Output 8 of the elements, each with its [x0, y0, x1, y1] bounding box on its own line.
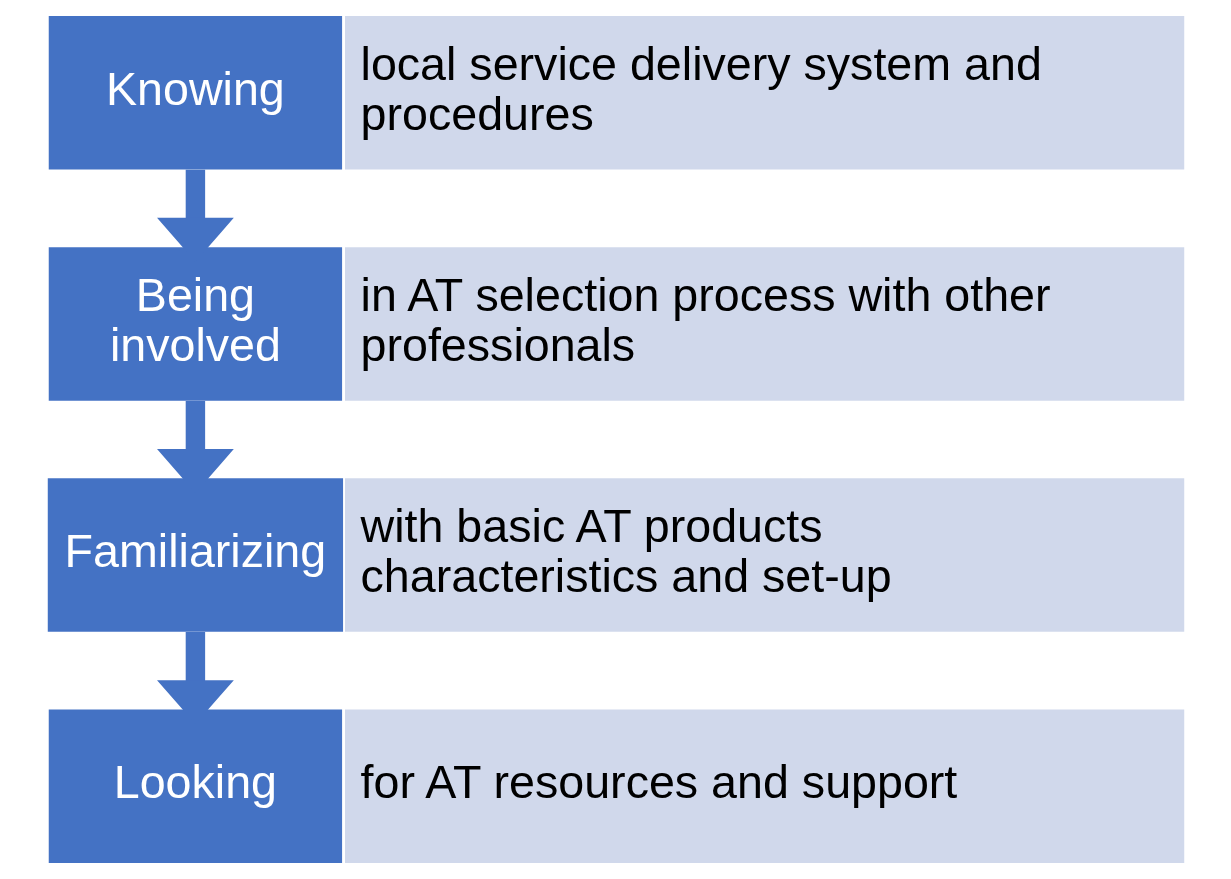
node-box: Familiarizing [47, 478, 343, 632]
node-box: in AT selection process with other professionals [344, 247, 1184, 401]
node-box: Knowing [48, 16, 342, 170]
node-box: local service delivery system and procedures [344, 16, 1184, 170]
node-box: Being involved [48, 247, 342, 401]
node-box: Looking [48, 709, 342, 863]
node-box: for AT resources and support [344, 709, 1184, 863]
node-box: with basic AT products characteristics and set-up [344, 478, 1184, 632]
